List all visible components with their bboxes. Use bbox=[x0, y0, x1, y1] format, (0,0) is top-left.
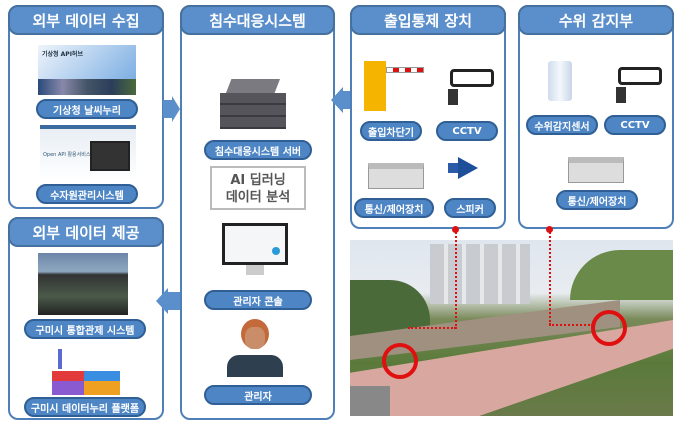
arrow-shaft bbox=[168, 292, 180, 310]
access-point-circle bbox=[382, 343, 418, 379]
barrier-gate-icon bbox=[364, 61, 424, 113]
barrier-label: 출입차단기 bbox=[360, 121, 422, 141]
weather-portal-thumbnail: 기상청 API허브 bbox=[38, 45, 136, 95]
flood-system-panel: 침수대응시스템 침수대응시스템 서버 AI 딥러닝 데이터 분석 관리자 콘솔 … bbox=[180, 5, 335, 420]
thumb-text: 기상청 API허브 bbox=[42, 51, 83, 58]
comm-control-device-icon bbox=[568, 157, 624, 183]
gumi-control-system-label: 구미시 통합관제 시스템 bbox=[24, 319, 146, 339]
panel-title: 외부 데이터 수집 bbox=[8, 5, 164, 35]
administrator-label: 관리자 bbox=[204, 385, 312, 405]
ai-analysis-box: AI 딥러닝 데이터 분석 bbox=[210, 166, 306, 210]
speaker-label: 스피커 bbox=[444, 198, 496, 218]
panel-title: 외부 데이터 제공 bbox=[8, 217, 164, 247]
arrow-right-icon bbox=[163, 100, 173, 118]
panel-title: 침수대응시스템 bbox=[180, 5, 335, 35]
cctv-label: CCTV bbox=[604, 115, 666, 135]
marker-dot bbox=[546, 226, 553, 233]
water-level-panel: 수위 감지부 수위감지센서 CCTV 통신/제어장치 bbox=[518, 5, 674, 229]
admin-console-label: 관리자 콘솔 bbox=[204, 290, 312, 310]
server-label: 침수대응시스템 서버 bbox=[204, 140, 312, 160]
sensor-point-circle bbox=[591, 310, 627, 346]
weather-nuri-label: 기상청 날씨누리 bbox=[36, 99, 138, 119]
cctv-icon bbox=[446, 63, 498, 107]
analysis-line1: AI 딥러닝 bbox=[230, 173, 286, 188]
marker-line bbox=[455, 229, 457, 329]
water-resource-system-label: 수자원관리시스템 bbox=[36, 184, 138, 204]
panel-title: 수위 감지부 bbox=[518, 5, 674, 35]
water-resource-thumbnail: Open API 활용서비스 bbox=[40, 125, 136, 181]
water-level-sensor-icon bbox=[548, 61, 572, 101]
comm-control-device-icon bbox=[368, 163, 424, 189]
arrow-shaft bbox=[343, 91, 350, 109]
thumb-text: Open API 활용서비스 bbox=[43, 152, 91, 158]
external-provision-panel: 외부 데이터 제공 구미시 통합관제 시스템 구미시 데이터누리 플랫폼 bbox=[8, 217, 164, 420]
comm-control-label: 통신/제어장치 bbox=[556, 190, 638, 210]
arrow-left-icon bbox=[156, 288, 168, 314]
arrow-left-icon bbox=[331, 87, 343, 113]
control-center-photo bbox=[38, 253, 128, 315]
speaker-icon bbox=[448, 153, 480, 187]
marker-line bbox=[408, 327, 456, 329]
data-platform-thumbnail bbox=[52, 345, 120, 395]
marker-line bbox=[549, 324, 593, 326]
water-sensor-label: 수위감지센서 bbox=[526, 115, 598, 135]
external-collection-panel: 외부 데이터 수집 기상청 API허브 기상청 날씨누리 Open API 활용… bbox=[8, 5, 164, 209]
marker-line bbox=[549, 229, 551, 325]
console-monitor-icon bbox=[222, 223, 288, 279]
server-icon bbox=[220, 79, 286, 129]
access-control-panel: 출입통제 장치 출입차단기 CCTV 통신/제어장치 스피커 bbox=[350, 5, 506, 229]
administrator-icon bbox=[227, 319, 283, 377]
panel-title: 출입통제 장치 bbox=[350, 5, 506, 35]
marker-dot bbox=[452, 226, 459, 233]
cctv-label: CCTV bbox=[436, 121, 498, 141]
cctv-icon bbox=[614, 61, 666, 105]
gumi-data-platform-label: 구미시 데이터누리 플랫폼 bbox=[24, 397, 146, 417]
comm-control-label: 통신/제어장치 bbox=[354, 198, 434, 218]
arrow-head bbox=[172, 96, 180, 122]
analysis-line2: 데이터 분석 bbox=[225, 190, 291, 205]
